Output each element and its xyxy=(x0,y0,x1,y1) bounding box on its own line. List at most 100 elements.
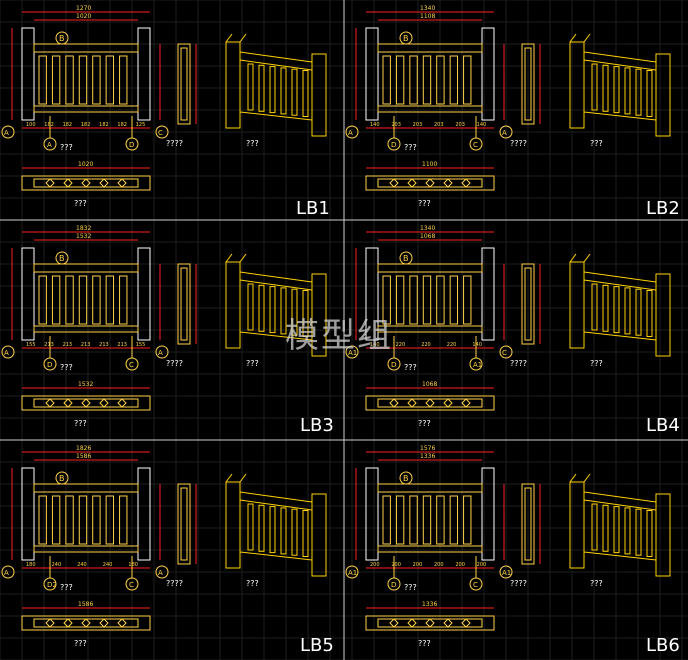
dim-text: 200 xyxy=(413,562,423,568)
marker-circle xyxy=(399,251,413,265)
iso-baluster xyxy=(624,507,631,555)
dim-text: 182 xyxy=(44,122,54,128)
post-right xyxy=(137,467,151,561)
iso-baluster xyxy=(291,508,298,556)
iso-post xyxy=(311,53,327,137)
marker-label: A xyxy=(502,129,507,137)
marker-label: B xyxy=(59,34,65,43)
iso-baluster xyxy=(635,508,642,556)
plan-diamond xyxy=(461,618,471,628)
plan-rail xyxy=(377,618,483,628)
marker-circle xyxy=(155,345,169,359)
iso-edge xyxy=(239,473,247,483)
iso-baluster xyxy=(258,284,265,332)
dim-text: 180 xyxy=(26,562,36,568)
iso-baluster xyxy=(269,506,276,554)
post-right xyxy=(137,247,151,341)
marker-circle xyxy=(1,345,15,359)
post-left xyxy=(21,27,35,121)
caption-text: ??? xyxy=(246,139,259,148)
plan-rail xyxy=(33,178,139,188)
baluster xyxy=(119,495,128,545)
marker-label: B xyxy=(59,254,65,263)
iso-post xyxy=(655,273,671,357)
plan-diamond xyxy=(63,398,73,408)
plan-diamond xyxy=(389,398,399,408)
caption-text: ??? xyxy=(590,359,603,368)
iso-baluster xyxy=(247,283,254,331)
iso-baluster xyxy=(646,510,653,557)
iso-edge xyxy=(225,473,233,483)
marker-label: D2 xyxy=(47,581,57,589)
dim-text: 203 xyxy=(434,122,444,128)
dim-text: 1586 xyxy=(78,601,93,608)
marker-label: D xyxy=(391,141,396,149)
plan-diamond xyxy=(99,178,109,188)
baluster xyxy=(463,55,472,105)
iso-baluster xyxy=(302,70,309,117)
dim-text: 200 xyxy=(434,562,444,568)
top-rail xyxy=(33,483,139,493)
dim-text: 213 xyxy=(117,342,127,348)
iso-baluster xyxy=(635,288,642,336)
baluster xyxy=(92,495,101,545)
plan-diamond xyxy=(99,618,109,628)
iso-baluster xyxy=(291,68,298,116)
plan-diamond xyxy=(425,398,435,408)
iso-rail xyxy=(239,111,313,121)
dim-text: 1336 xyxy=(422,601,437,608)
dim-text: 220 xyxy=(447,342,457,348)
post-left xyxy=(21,247,35,341)
side-section-core xyxy=(524,47,532,121)
top-rail xyxy=(377,483,483,493)
iso-rail xyxy=(583,331,657,341)
baluster xyxy=(92,55,101,105)
dim-text: 100 xyxy=(26,122,36,128)
iso-edge xyxy=(569,473,577,483)
marker-circle xyxy=(1,125,15,139)
baluster xyxy=(78,55,88,105)
plan-diamond xyxy=(389,178,399,188)
side-section-core xyxy=(180,487,188,561)
panel-label-lb6: LB6 xyxy=(646,635,680,656)
marker-circle xyxy=(345,345,359,359)
dim-text: 1532 xyxy=(78,381,93,388)
marker-label: A xyxy=(158,569,163,577)
dim-text: 1340 xyxy=(420,5,435,12)
plan-diamond xyxy=(407,618,417,628)
dim-text: 1020 xyxy=(78,161,93,168)
plan-diamond xyxy=(45,398,55,408)
iso-rail xyxy=(239,51,313,63)
dim-text: 200 xyxy=(370,562,380,568)
caption-text: ??? xyxy=(404,583,417,592)
panel-label-lb5: LB5 xyxy=(300,635,334,656)
dim-text: 1826 xyxy=(76,445,91,452)
top-rail xyxy=(377,263,483,273)
iso-baluster xyxy=(247,63,254,111)
baluster xyxy=(395,55,405,105)
marker-circle xyxy=(345,565,359,579)
baluster xyxy=(78,495,88,545)
marker-label: D xyxy=(47,361,52,369)
marker-circle xyxy=(499,345,513,359)
iso-baluster xyxy=(591,63,598,111)
iso-rail xyxy=(239,491,313,503)
dim-text: 220 xyxy=(421,342,431,348)
iso-baluster xyxy=(602,64,609,112)
iso-edge xyxy=(239,33,247,43)
baluster xyxy=(38,495,47,545)
marker-label: A xyxy=(158,349,163,357)
marker-label: A xyxy=(348,129,353,137)
iso-edge xyxy=(225,33,233,43)
post-left xyxy=(365,27,379,121)
marker-circle xyxy=(55,251,69,265)
iso-edge xyxy=(225,253,233,263)
marker-label: C xyxy=(158,129,163,137)
marker-label: A xyxy=(4,129,9,137)
marker-label: B xyxy=(403,254,409,263)
baluster xyxy=(395,275,405,325)
iso-rail xyxy=(583,111,657,121)
dim-text: 200 xyxy=(455,562,465,568)
iso-post xyxy=(569,41,585,129)
